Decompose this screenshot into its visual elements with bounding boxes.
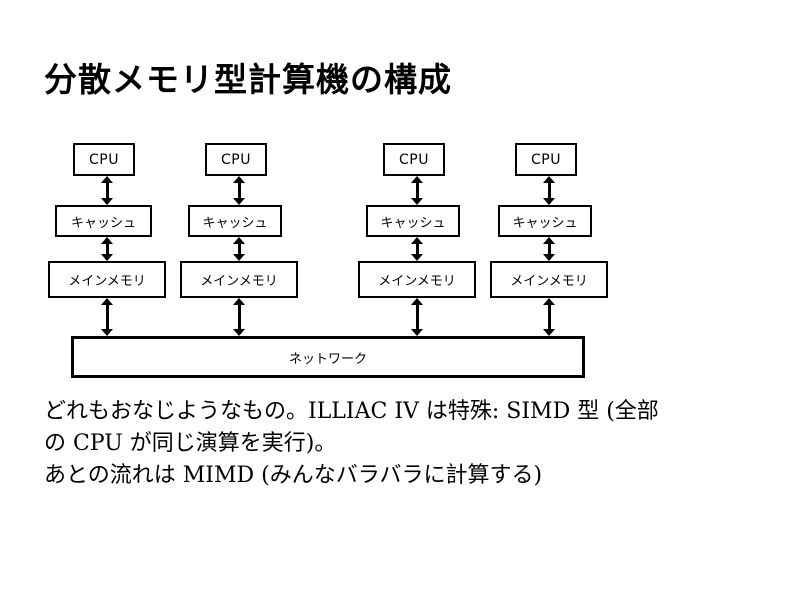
memory-box-2[interactable]: メインメモリ xyxy=(180,261,298,298)
arrow-head-down xyxy=(101,329,113,336)
cache-label-1: キャッシュ xyxy=(70,215,136,231)
arrow-head-up xyxy=(411,237,423,244)
page-title: 分散メモリ型計算機の構成 xyxy=(44,60,452,99)
cpu-box-2[interactable]: CPU xyxy=(205,143,267,176)
cpu-label-1: CPU xyxy=(89,151,119,168)
cache-label-2: キャッシュ xyxy=(202,215,268,231)
memory-label-4: メインメモリ xyxy=(510,274,588,289)
arrow-shaft xyxy=(416,181,419,200)
network-label: ネットワーク xyxy=(288,351,367,367)
body-line-2: の CPU が同じ演算を実行)。 xyxy=(44,431,337,456)
arrow-head-down xyxy=(411,254,423,261)
arrow-head-up xyxy=(101,237,113,244)
arrow-head-down xyxy=(411,198,423,205)
arrow-shaft xyxy=(548,181,551,200)
arrow-head-up xyxy=(101,298,113,305)
network-box[interactable]: ネットワーク xyxy=(71,336,585,378)
arrow-head-down xyxy=(411,329,423,336)
arrow-memory-network-2 xyxy=(232,298,246,336)
arrow-cpu-cache-2 xyxy=(232,176,246,205)
arrow-head-down xyxy=(101,254,113,261)
arrow-memory-network-3 xyxy=(410,298,424,336)
arrow-head-up xyxy=(543,237,555,244)
cache-box-1[interactable]: キャッシュ xyxy=(55,205,152,237)
arrow-cache-memory-2 xyxy=(232,237,246,261)
body-text: どれもおなじようなもの。ILLIAC IV は特殊: SIMD 型 (全部 の … xyxy=(44,396,784,492)
arrow-shaft xyxy=(238,303,241,331)
arrow-cpu-cache-1 xyxy=(100,176,114,205)
arrow-shaft xyxy=(548,242,551,256)
arrow-head-up xyxy=(543,298,555,305)
arrow-head-down xyxy=(233,198,245,205)
arrow-head-down xyxy=(543,329,555,336)
memory-label-1: メインメモリ xyxy=(68,274,146,289)
cpu-label-3: CPU xyxy=(399,151,429,168)
arrow-head-up xyxy=(233,176,245,183)
arrow-cpu-cache-4 xyxy=(542,176,556,205)
memory-label-2: メインメモリ xyxy=(200,274,278,289)
cpu-box-1[interactable]: CPU xyxy=(73,143,135,176)
body-line-3: あとの流れは MIMD (みんなバラバラに計算する) xyxy=(44,463,543,488)
arrow-shaft xyxy=(548,303,551,331)
arrow-shaft xyxy=(238,181,241,200)
memory-box-4[interactable]: メインメモリ xyxy=(490,261,608,298)
memory-label-3: メインメモリ xyxy=(378,274,456,289)
cache-label-4: キャッシュ xyxy=(512,215,578,231)
cache-box-2[interactable]: キャッシュ xyxy=(188,205,282,237)
arrow-memory-network-1 xyxy=(100,298,114,336)
cache-box-4[interactable]: キャッシュ xyxy=(498,205,592,237)
arrow-cpu-cache-3 xyxy=(410,176,424,205)
arrow-head-up xyxy=(101,176,113,183)
cache-box-3[interactable]: キャッシュ xyxy=(366,205,460,237)
cpu-box-4[interactable]: CPU xyxy=(515,143,577,176)
arrow-cache-memory-1 xyxy=(100,237,114,261)
cpu-box-3[interactable]: CPU xyxy=(383,143,445,176)
arrow-head-down xyxy=(233,329,245,336)
arrow-head-up xyxy=(233,298,245,305)
arrow-head-down xyxy=(101,198,113,205)
arrow-shaft xyxy=(106,242,109,256)
arrow-cache-memory-4 xyxy=(542,237,556,261)
arrow-shaft xyxy=(416,303,419,331)
arrow-head-down xyxy=(543,198,555,205)
arrow-head-up xyxy=(411,176,423,183)
arrow-shaft xyxy=(106,181,109,200)
arrow-head-up xyxy=(233,237,245,244)
cpu-label-2: CPU xyxy=(221,151,251,168)
arrow-head-down xyxy=(233,254,245,261)
arrow-cache-memory-3 xyxy=(410,237,424,261)
arrow-head-up xyxy=(411,298,423,305)
cache-label-3: キャッシュ xyxy=(380,215,446,231)
architecture-diagram: CPU キャッシュ メインメモリ CPU xyxy=(48,143,608,378)
arrow-head-up xyxy=(543,176,555,183)
memory-box-1[interactable]: メインメモリ xyxy=(48,261,166,298)
body-line-1: どれもおなじようなもの。ILLIAC IV は特殊: SIMD 型 (全部 xyxy=(44,399,659,424)
arrow-shaft xyxy=(416,242,419,256)
arrow-head-down xyxy=(543,254,555,261)
arrow-shaft xyxy=(106,303,109,331)
cpu-label-4: CPU xyxy=(531,151,561,168)
arrow-memory-network-4 xyxy=(542,298,556,336)
arrow-shaft xyxy=(238,242,241,256)
memory-box-3[interactable]: メインメモリ xyxy=(358,261,476,298)
